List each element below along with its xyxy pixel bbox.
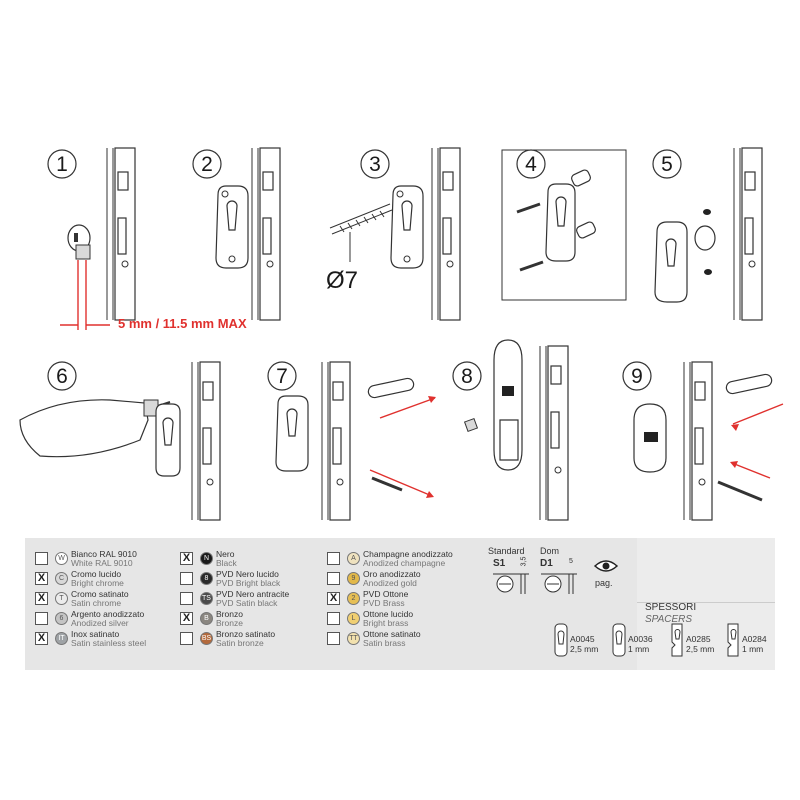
finish-checkbox[interactable] [180,632,193,645]
finish-item-anodized-silver: 6 Argento anodizzato Anodized silver [35,610,180,628]
spacers-title: SPESSORI [645,602,697,613]
finish-legend: W Bianco RAL 9010 White RAL 9010 X C Cro… [25,538,775,670]
finish-swatch-icon: A [347,552,360,565]
finish-item-pvd-satin-black: TS PVD Nero antracite PVD Satin black [180,590,325,608]
step-7: 7 [267,361,436,521]
step-6: 6 [19,361,221,521]
finish-checkbox[interactable] [327,632,340,645]
step-number: 9 [631,365,643,388]
finish-item-bright-chrome: X C Cromo lucido Bright chrome [35,570,180,588]
step-5: 5 [652,147,763,321]
finish-checkbox[interactable] [35,612,48,625]
step-9: 9 [622,361,784,521]
finish-checkbox[interactable] [180,572,193,585]
finish-swatch-icon: TT [347,632,360,645]
dom-profile-icon [541,573,577,594]
finish-swatch-icon: W [55,552,68,565]
step-8: 8 [452,339,569,521]
step-number: 3 [369,153,381,176]
spacers-subtitle: SPACERS [645,614,693,625]
step-number: 7 [276,365,288,388]
finish-checkbox[interactable]: X [35,632,48,645]
step-4: 4 [501,149,627,301]
finish-item-bright-brass: L Ottone lucido Bright brass [327,610,477,628]
spacer-plate-icon [727,623,739,657]
eye-icon [593,560,619,572]
spacers-panel: SPESSORI SPACERS [637,538,775,670]
drill-diameter-label: Ø7 [326,267,358,294]
finish-swatch-icon: B [200,612,213,625]
finish-swatch-icon: 2 [347,592,360,605]
finish-checkbox[interactable]: X [35,572,48,585]
step-number: 8 [461,365,473,388]
finish-item-satin-stainless: X IT Inox satinato Satin stainless steel [35,630,180,648]
finish-swatch-icon: L [347,612,360,625]
finish-checkbox[interactable] [180,592,193,605]
finish-item-anodized-gold: 9 Oro anodizzato Anodized gold [327,570,477,588]
finish-checkbox[interactable]: X [35,592,48,605]
spacer-plate-icon [612,623,626,657]
step-2: 2 [192,147,281,321]
finish-item-white: W Bianco RAL 9010 White RAL 9010 [35,550,180,568]
finish-item-satin-bronze: BS Bronzo satinato Satin bronze [180,630,325,648]
spacer-plate-icon [554,623,568,657]
step-number: 1 [56,153,68,176]
finish-checkbox[interactable]: X [327,592,340,605]
finish-checkbox[interactable] [327,612,340,625]
finish-item-pvd-brass: X 2 PVD Ottone PVD Brass [327,590,477,608]
finish-swatch-icon: N [200,552,213,565]
finish-item-satin-chrome: X T Cromo satinato Satin chrome [35,590,180,608]
finish-swatch-icon: TS [200,592,213,605]
finish-item-pvd-bright-black: 8 PVD Nero lucido PVD Bright black [180,570,325,588]
finish-checkbox[interactable] [35,552,48,565]
finish-item-bronze: X B Bronzo Bronze [180,610,325,628]
spacer-plate-icon [671,623,683,657]
finish-swatch-icon: T [55,592,68,605]
step-1: 1 5 mm / 11.5 mm MAX [47,147,247,331]
finish-checkbox[interactable] [327,552,340,565]
finish-swatch-icon: C [55,572,68,585]
finish-checkbox[interactable]: X [180,552,193,565]
tolerance-label: 5 mm / 11.5 mm MAX [118,316,247,331]
finish-item-satin-brass: TT Ottone satinato Satin brass [327,630,477,648]
finish-item-anodized-champagne: A Champagne anodizzato Anodized champagn… [327,550,477,568]
finish-item-black: X N Nero Black [180,550,325,568]
step-number: 4 [525,153,537,176]
finish-swatch-icon: 6 [55,612,68,625]
finish-swatch-icon: 9 [347,572,360,585]
step-3: 3 Ø7 [326,147,461,321]
step-number: 6 [56,365,68,388]
step-number: 2 [201,153,213,176]
finish-swatch-icon: 8 [200,572,213,585]
finish-checkbox[interactable] [327,572,340,585]
finish-swatch-icon: BS [200,632,213,645]
step-number: 5 [661,153,673,176]
finish-checkbox[interactable]: X [180,612,193,625]
finish-swatch-icon: IT [55,632,68,645]
standard-profile-icon [493,573,529,594]
